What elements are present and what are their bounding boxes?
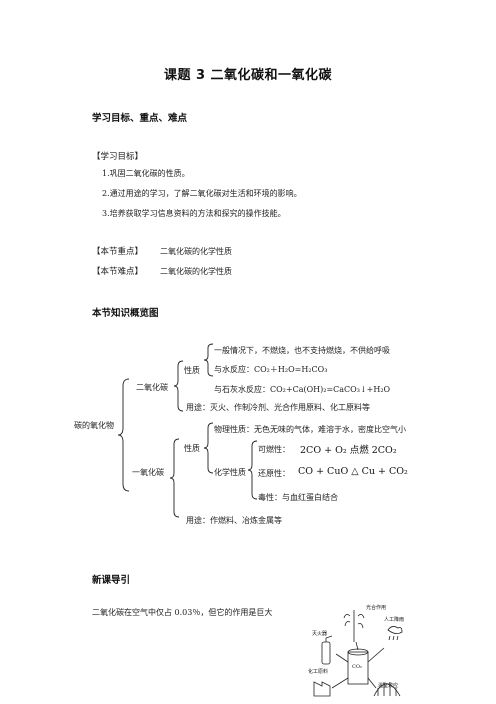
root-brace (117, 378, 130, 492)
co-brace (169, 438, 180, 518)
key-point-text: 二氧化碳的化学性质 (160, 247, 232, 256)
overview-heading: 本节知识概览图 (92, 308, 159, 319)
co2-prop-3: 与石灰水反应：CO₂+Ca(OH)₂=CaCO₃↓+H₂O (214, 385, 391, 394)
co2-property-label: 性质 (184, 366, 200, 375)
goals-label: 【学习目标】 (92, 152, 144, 162)
goal-item: 2.通过用途的学习，了解二氧化碳对生活和环境的影响。 (102, 189, 302, 198)
co2-prop-1: 一般情况下，不燃烧，也不支持燃烧，不供给呼吸 (214, 346, 390, 355)
goal-item: 1.巩固二氧化碳的性质。 (102, 169, 190, 178)
co2-property-brace (203, 343, 214, 377)
goals-heading: 学习目标、重点、难点 (92, 113, 188, 124)
co2-brace (173, 360, 184, 412)
intro-text: 二氧化碳在空气中仅占 0.03％，但它的作用是巨大 (92, 608, 273, 617)
fig-label-extinguisher: 灭火器 (312, 631, 328, 637)
co-physical: 物理性质：无色无味的气体，难溶于水，密度比空气小 (214, 425, 406, 434)
co2-uses-illustration: 光合作用 人工降雨 灭火器 化工原料 温室效应 CO₂ (304, 602, 406, 700)
fig-label-co2: CO₂ (352, 664, 362, 670)
co-use: 用途：作燃料、冶炼金属等 (186, 516, 282, 525)
co2-prop-2: 与水反应：CO₂＋H₂O=H₂CO₃ (214, 365, 328, 374)
co-combustible-equation: 2CO + O₂ 点燃 2CO₂ (300, 445, 397, 456)
map-root-label: 碳的氧化物 (74, 421, 114, 430)
co-reducing-equation: CO + CuO △ Cu + CO₂ (298, 466, 408, 477)
co-label: 一氧化碳 (132, 468, 164, 477)
fig-label-chemical: 化工原料 (308, 669, 329, 675)
co-chemical-label: 化学性质 (214, 468, 246, 477)
goal-item: 3.培养获取学习信息资料的方法和探究的操作技能。 (102, 209, 286, 218)
fig-label-greenhouse: 温室效应 (378, 683, 399, 689)
co-toxic: 毒性：与血红蛋白结合 (258, 493, 338, 502)
fig-label-artificial-rain: 人工降雨 (384, 617, 405, 623)
intro-heading: 新课导引 (92, 575, 131, 586)
co-combustible-label: 可燃性： (258, 445, 290, 454)
co-reducing-label: 还原性： (258, 469, 290, 478)
difficult-point-label: 【本节难点】 (92, 267, 144, 277)
co-property-label: 性质 (184, 444, 200, 453)
difficult-point-text: 二氧化碳的化学性质 (160, 267, 232, 276)
co2-label: 二氧化碳 (136, 383, 168, 392)
fig-label-photosynthesis: 光合作用 (366, 605, 387, 611)
page-title: 课题 3 二氧化碳和一氧化碳 (163, 68, 333, 83)
co2-use: 用途：灭火、作制冷剂、光合作用原料、化工原料等 (186, 403, 370, 412)
co-chemical-brace (247, 440, 258, 500)
key-point-label: 【本节重点】 (92, 247, 144, 257)
co-property-brace (203, 422, 214, 474)
co2-uses-drawing (313, 610, 403, 697)
